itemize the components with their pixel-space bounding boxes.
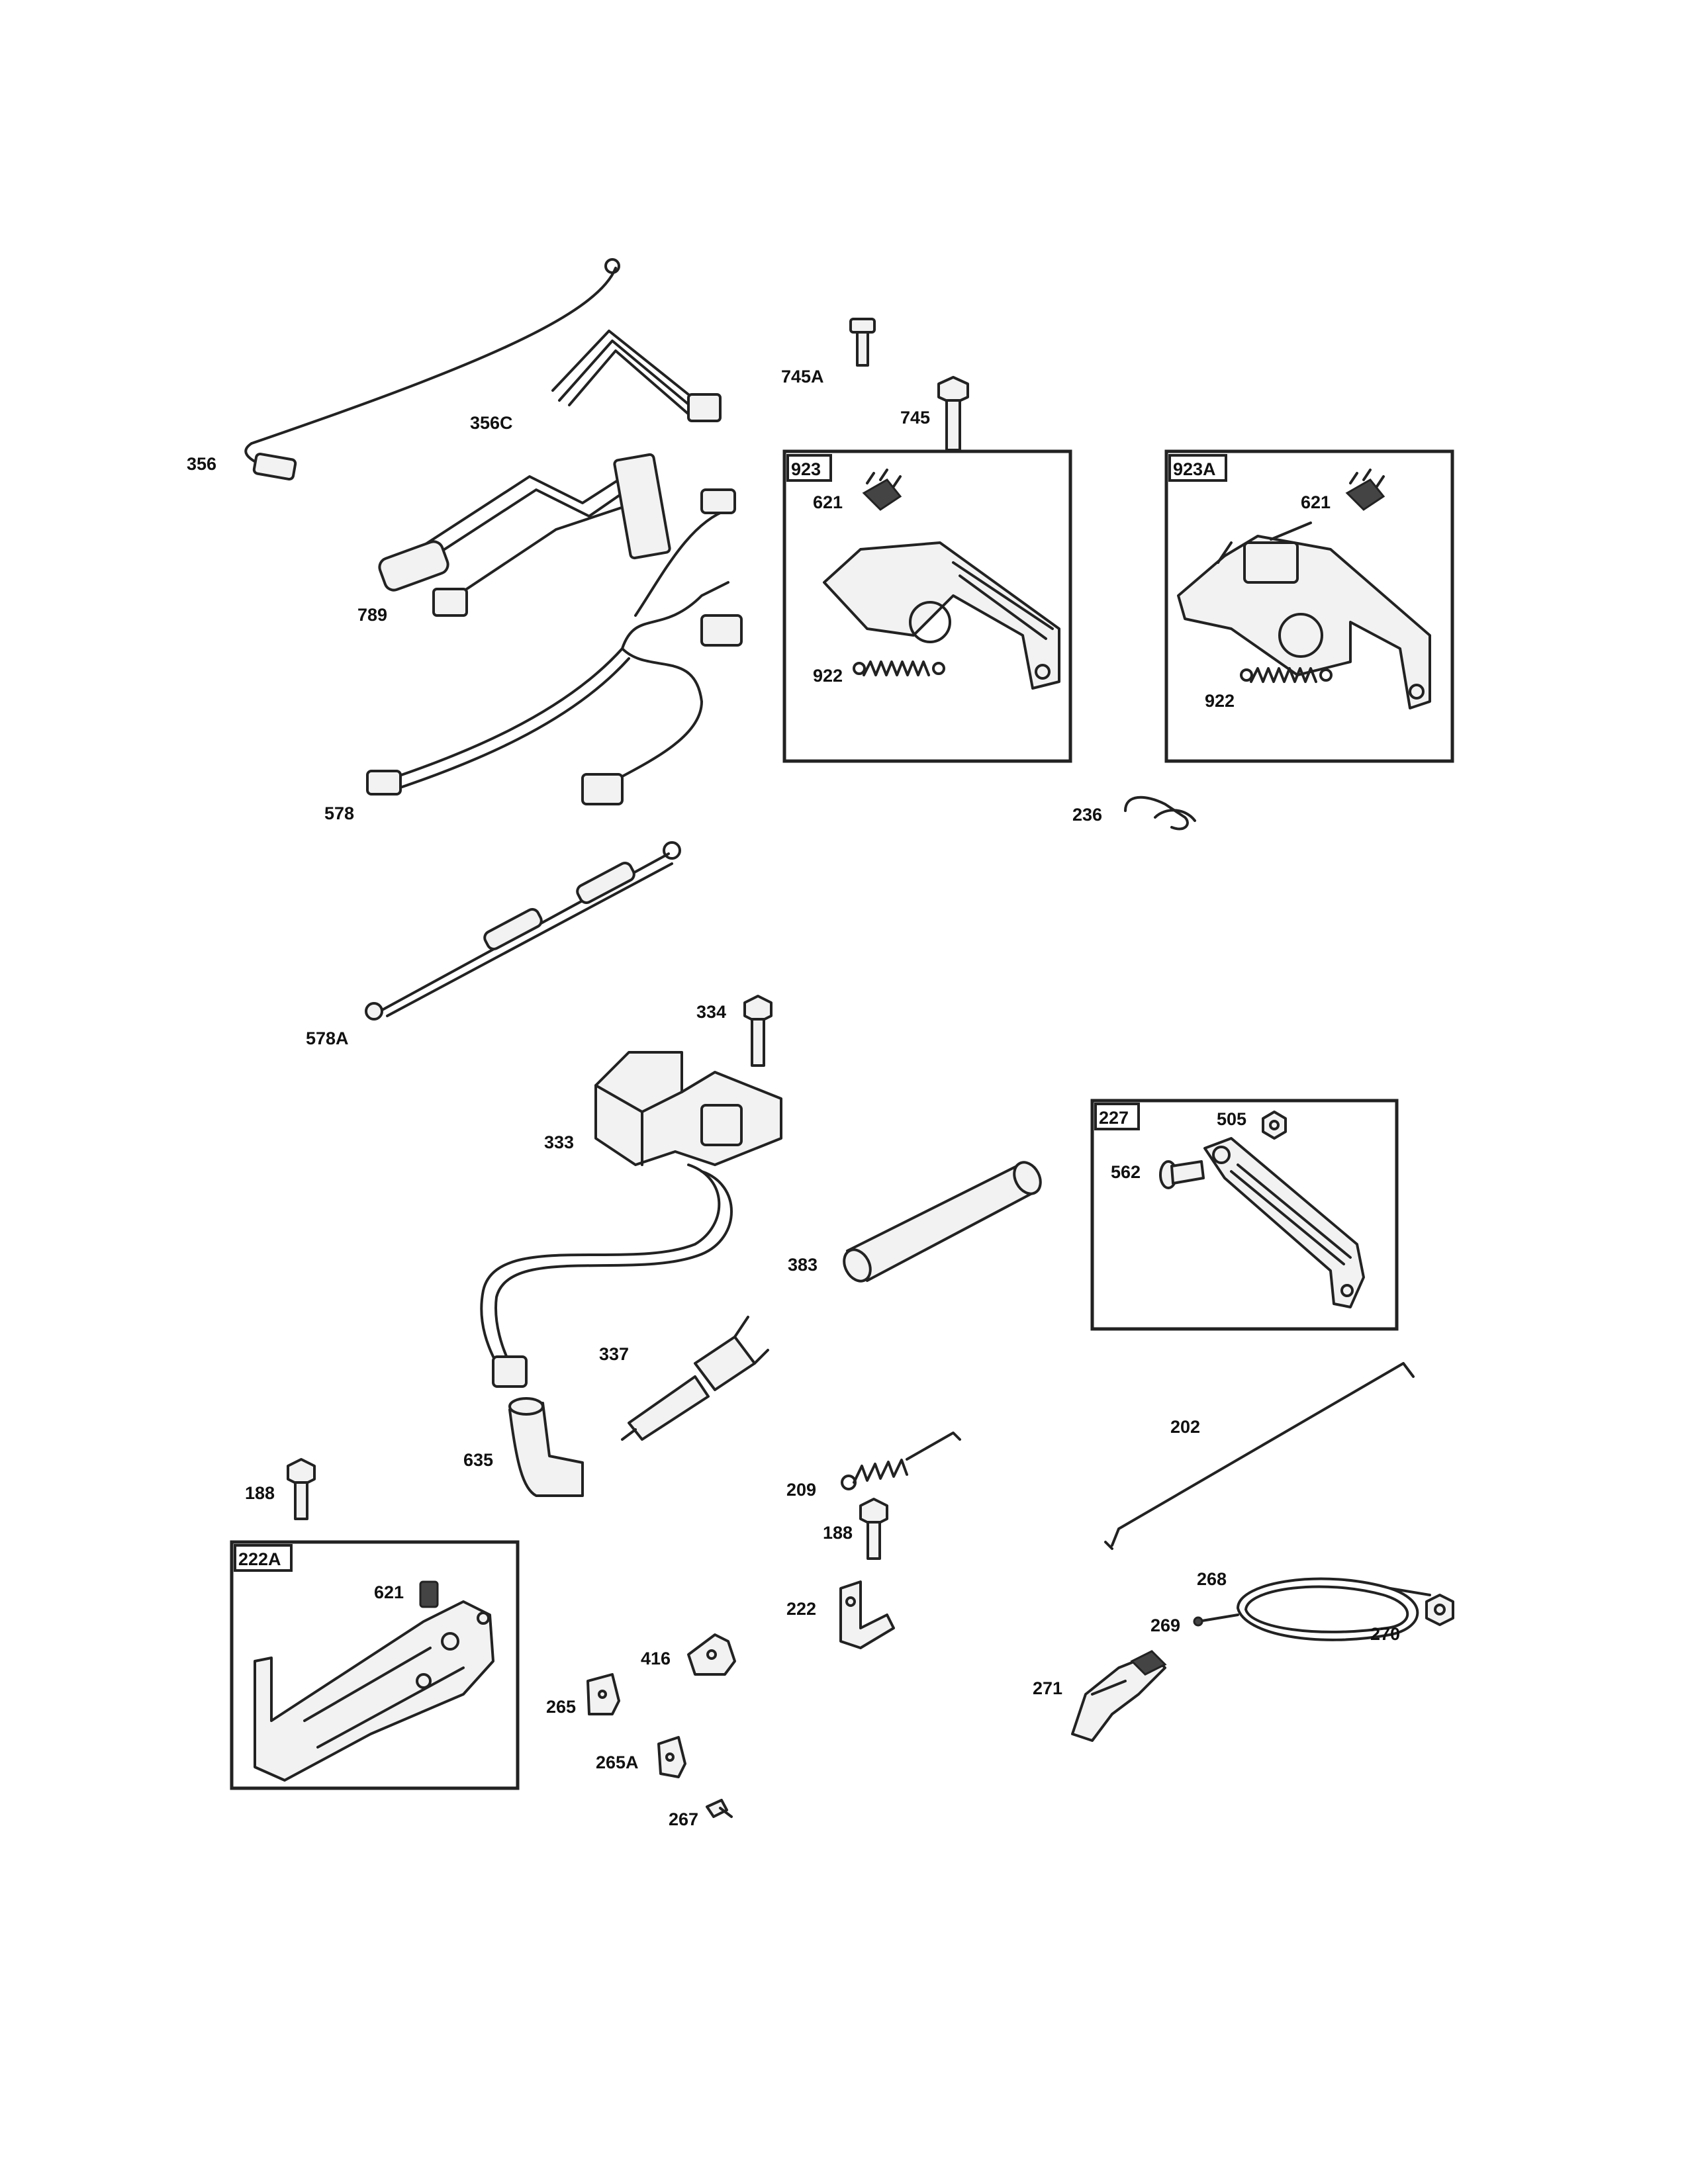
kit-222a-box bbox=[230, 1540, 520, 1790]
part-222a-control-bracket[interactable] bbox=[254, 1600, 494, 1782]
callout-265a: 265A bbox=[596, 1752, 639, 1772]
part-356-wire-lead[interactable] bbox=[244, 258, 620, 481]
callout-236: 236 bbox=[1072, 805, 1102, 825]
callout-745: 745 bbox=[900, 408, 930, 428]
part-202-governor-rod[interactable] bbox=[1104, 1362, 1415, 1550]
part-265a-bracket[interactable] bbox=[657, 1736, 686, 1778]
callout-562: 562 bbox=[1111, 1162, 1141, 1182]
part-267-screw[interactable] bbox=[706, 1799, 733, 1818]
callout-505: 505 bbox=[1217, 1109, 1246, 1129]
callout-267: 267 bbox=[669, 1809, 698, 1829]
kit-923a-callout-621: 621 bbox=[1301, 492, 1331, 512]
part-222-bracket[interactable] bbox=[839, 1580, 895, 1649]
part-227-control-lever[interactable] bbox=[1203, 1137, 1365, 1308]
part-334-screw[interactable] bbox=[743, 995, 773, 1067]
part-578a-wire-lead[interactable] bbox=[365, 841, 681, 1021]
part-562-bolt[interactable] bbox=[1159, 1160, 1205, 1189]
part-745-screw[interactable] bbox=[937, 376, 969, 451]
part-356c-harness-connector[interactable] bbox=[551, 330, 722, 422]
part-923a-922-spring[interactable] bbox=[1240, 667, 1333, 683]
part-270-nut[interactable] bbox=[1425, 1594, 1454, 1626]
part-188-screw-left[interactable] bbox=[287, 1458, 316, 1520]
callout-222: 222 bbox=[786, 1599, 816, 1619]
part-923a-621-clip[interactable] bbox=[1345, 469, 1385, 511]
callout-269: 269 bbox=[1150, 1615, 1180, 1635]
part-923-621-clip[interactable] bbox=[862, 469, 902, 511]
part-269-cable-end[interactable] bbox=[1193, 1614, 1239, 1627]
part-271-control-lever[interactable] bbox=[1071, 1650, 1167, 1742]
callout-356: 356 bbox=[187, 454, 216, 474]
callout-270: 270 bbox=[1370, 1624, 1400, 1644]
kit-923-callout-922: 922 bbox=[813, 666, 843, 686]
part-222a-621-clip[interactable] bbox=[419, 1580, 439, 1608]
callout-383: 383 bbox=[788, 1255, 818, 1275]
part-745a-screw[interactable] bbox=[849, 318, 876, 367]
part-268-control-cable[interactable] bbox=[1237, 1577, 1431, 1641]
callout-333: 333 bbox=[544, 1132, 574, 1152]
part-578-wiring-harness[interactable] bbox=[366, 488, 743, 805]
part-265-bracket[interactable] bbox=[586, 1673, 620, 1715]
kit-923a-box bbox=[1164, 449, 1454, 763]
callout-337: 337 bbox=[599, 1344, 629, 1364]
callout-745a: 745A bbox=[781, 367, 824, 387]
callout-635: 635 bbox=[463, 1450, 493, 1470]
part-923-control-bracket[interactable] bbox=[823, 541, 1060, 690]
part-416-bracket[interactable] bbox=[687, 1633, 736, 1676]
kit-923a-tag: 923A bbox=[1173, 459, 1216, 479]
kit-222a-callout-621: 621 bbox=[374, 1582, 404, 1602]
part-236-governor-link[interactable] bbox=[1124, 796, 1196, 831]
kit-227-tag: 227 bbox=[1099, 1108, 1129, 1128]
part-333-ignition-armature[interactable] bbox=[480, 1051, 782, 1388]
callout-334: 334 bbox=[696, 1002, 726, 1022]
part-188-screw-center[interactable] bbox=[859, 1498, 888, 1560]
callout-209: 209 bbox=[786, 1480, 816, 1500]
kit-923-box bbox=[782, 449, 1072, 763]
callout-268: 268 bbox=[1197, 1569, 1227, 1589]
kit-923-tag: 923 bbox=[791, 459, 821, 479]
kit-227-box bbox=[1090, 1099, 1399, 1331]
part-505-nut[interactable] bbox=[1262, 1111, 1287, 1140]
callout-188-center: 188 bbox=[823, 1523, 853, 1543]
part-383-shaft[interactable] bbox=[839, 1158, 1045, 1285]
part-923a-control-bracket[interactable] bbox=[1177, 522, 1431, 709]
callout-356c: 356C bbox=[470, 413, 513, 433]
part-337-spark-plug[interactable] bbox=[621, 1316, 769, 1441]
part-923-922-spring[interactable] bbox=[853, 660, 945, 676]
callout-188-left: 188 bbox=[245, 1483, 275, 1503]
callout-271: 271 bbox=[1033, 1678, 1062, 1698]
callout-416: 416 bbox=[641, 1649, 671, 1668]
part-789-wiring-harness[interactable] bbox=[377, 453, 671, 617]
part-635-spark-plug-boot[interactable] bbox=[508, 1397, 584, 1497]
kit-222a-tag: 222A bbox=[238, 1549, 281, 1569]
callout-789: 789 bbox=[357, 605, 387, 625]
callout-202: 202 bbox=[1170, 1417, 1200, 1437]
callout-265: 265 bbox=[546, 1697, 576, 1717]
callout-578a: 578A bbox=[306, 1028, 349, 1048]
part-209-governor-spring[interactable] bbox=[841, 1432, 961, 1490]
kit-923-callout-621: 621 bbox=[813, 492, 843, 512]
kit-923a-callout-922: 922 bbox=[1205, 691, 1235, 711]
callout-578: 578 bbox=[324, 803, 354, 823]
